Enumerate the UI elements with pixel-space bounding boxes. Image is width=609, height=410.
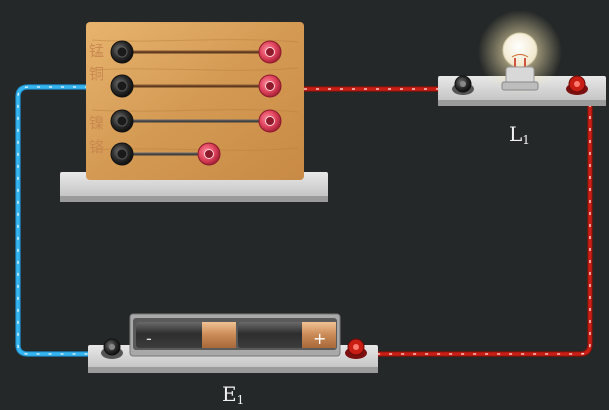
resistance-board <box>60 22 328 202</box>
lamp-red-terminal[interactable] <box>566 75 588 95</box>
lamp-label-name: L <box>509 122 523 146</box>
wire-label-nickel: 镍 <box>89 114 105 132</box>
wire-label-manganese: 锰 <box>89 42 105 60</box>
wooden-block <box>86 22 304 180</box>
lamp-black-terminal[interactable] <box>452 75 474 95</box>
battery-label-name: E <box>222 382 237 406</box>
resistance-wire-2[interactable] <box>110 74 282 98</box>
wire-label-copper: 铜 <box>89 65 105 83</box>
battery-positive-terminal[interactable] <box>345 338 367 359</box>
lamp-label: L1 <box>509 124 530 146</box>
battery[interactable]: - + <box>88 313 378 373</box>
battery-minus-label: - <box>146 329 152 348</box>
battery-plus-label: + <box>313 329 326 348</box>
lamp[interactable] <box>438 10 606 106</box>
battery-label: E1 <box>222 384 244 406</box>
battery-label-subscript: 1 <box>236 393 245 407</box>
resistance-wire-3[interactable] <box>110 109 282 133</box>
resistance-wire-1[interactable] <box>110 40 282 64</box>
red-wire-right[interactable] <box>362 92 593 357</box>
resistance-wire-4[interactable] <box>110 142 221 166</box>
lamp-label-subscript: 1 <box>522 133 530 147</box>
battery-negative-terminal[interactable] <box>101 338 123 359</box>
wire-label-chromium: 铬 <box>89 138 105 156</box>
light-bulb-icon[interactable] <box>502 32 538 68</box>
blue-wire[interactable] <box>15 84 112 357</box>
